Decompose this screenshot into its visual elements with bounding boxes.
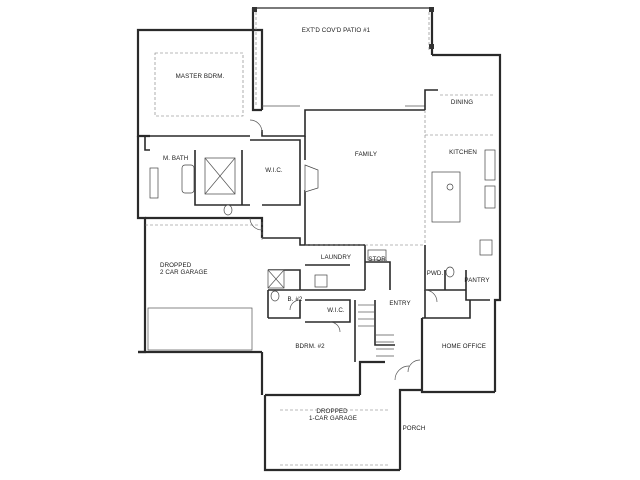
dining-label: DINING — [451, 99, 473, 106]
entry-label: ENTRY — [389, 300, 410, 307]
wic-master-label: W.I.C. — [265, 167, 283, 174]
garage-2car-label: DROPPED 2 CAR GARAGE — [160, 262, 208, 276]
pantry-label: PANTRY — [464, 277, 489, 284]
laundry-label: LAUNDRY — [321, 254, 351, 261]
fixtures — [147, 52, 496, 466]
home-office-label: HOME OFFICE — [442, 343, 486, 350]
storage-label: STOR. — [368, 256, 387, 263]
garage-1car-label: DROPPED 1-CAR GARAGE — [309, 408, 357, 422]
open-plan-lines — [145, 94, 495, 246]
patio-label: EXT'D COV'D PATIO #1 — [302, 27, 371, 34]
patio-details — [252, 7, 434, 107]
master-bedroom-label: MASTER BDRM. — [176, 73, 225, 80]
porch-label: PORCH — [403, 425, 426, 432]
family-label: FAMILY — [355, 151, 377, 158]
powder-label: PWD. — [427, 270, 444, 277]
interior-walls — [144, 89, 490, 362]
kitchen-label: KITCHEN — [449, 149, 477, 156]
master-bath-label: M. BATH — [163, 155, 188, 162]
bath-2-label: B. #2 — [288, 296, 303, 303]
bedroom-2-label: BDRM. #2 — [295, 343, 325, 350]
room-labels: EXT'D COV'D PATIO #1 MASTER BDRM. M. BAT… — [160, 27, 489, 432]
wic-2-label: W.I.C. — [327, 307, 345, 314]
